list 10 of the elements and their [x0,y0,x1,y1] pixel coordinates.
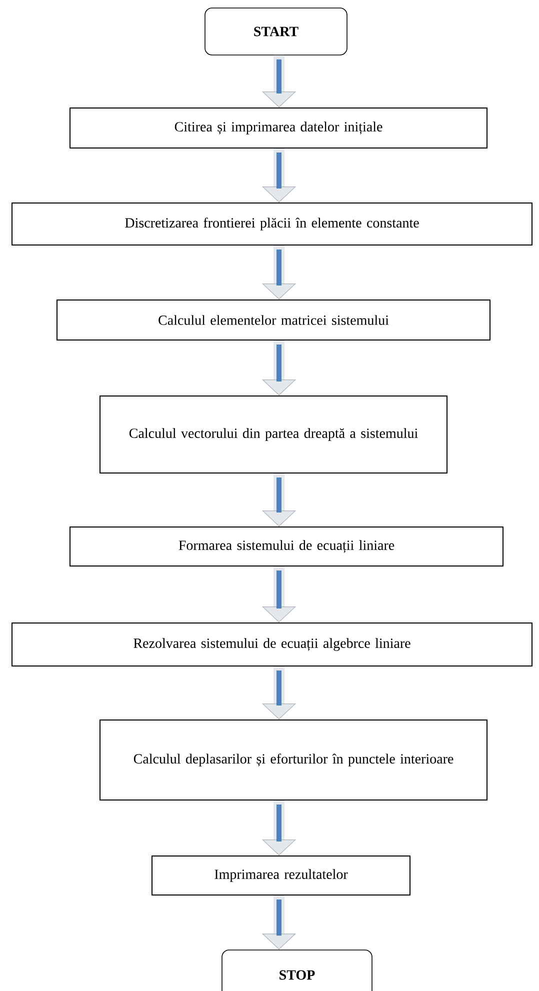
process-box: Calculul deplasarilor și eforturilor în punctele interioare [100,720,488,800]
process-box: Formarea sistemului de ecuații liniare [70,526,504,566]
terminal-box: STOP [222,950,372,991]
process-box: Rezolvarea sistemului de ecuații algebrce liniare [12,622,532,666]
process-box: Citirea și imprimarea datelor inițiale [70,108,488,148]
terminal-box: START [204,8,348,56]
process-box: Calculul elementelor matricei sistemului [56,300,490,340]
process-box: Discretizarea frontierei plăcii în elemente constante [12,202,532,246]
process-box: Imprimarea rezultatelor [152,856,410,896]
process-box: Calculul vectorului din partea dreaptă a sistemului [100,396,448,474]
